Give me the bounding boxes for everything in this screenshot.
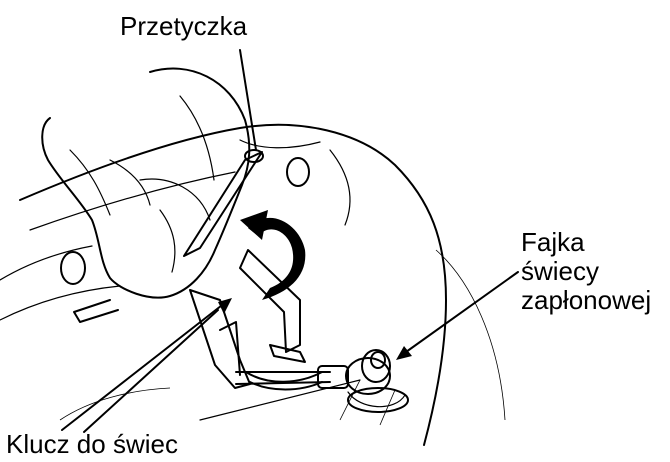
engine-housing [0, 125, 505, 445]
spark-plug-wrench [190, 250, 330, 388]
label-cap-line-1: Fajka [521, 228, 651, 257]
leader-wrench-2 [84, 310, 218, 432]
label-plug: Przetyczka [120, 12, 247, 41]
label-wrench: Klucz do świec [6, 430, 178, 459]
leader-wrench-1 [62, 302, 226, 430]
rotation-arrow [240, 210, 305, 300]
label-cap-line-3: zapłonowej [521, 286, 651, 315]
label-cap-line-2: świecy [521, 257, 651, 286]
leader-cap [406, 272, 518, 352]
hand [42, 69, 249, 298]
label-spark-plug-cap: Fajka świecy zapłonowej [521, 228, 651, 315]
